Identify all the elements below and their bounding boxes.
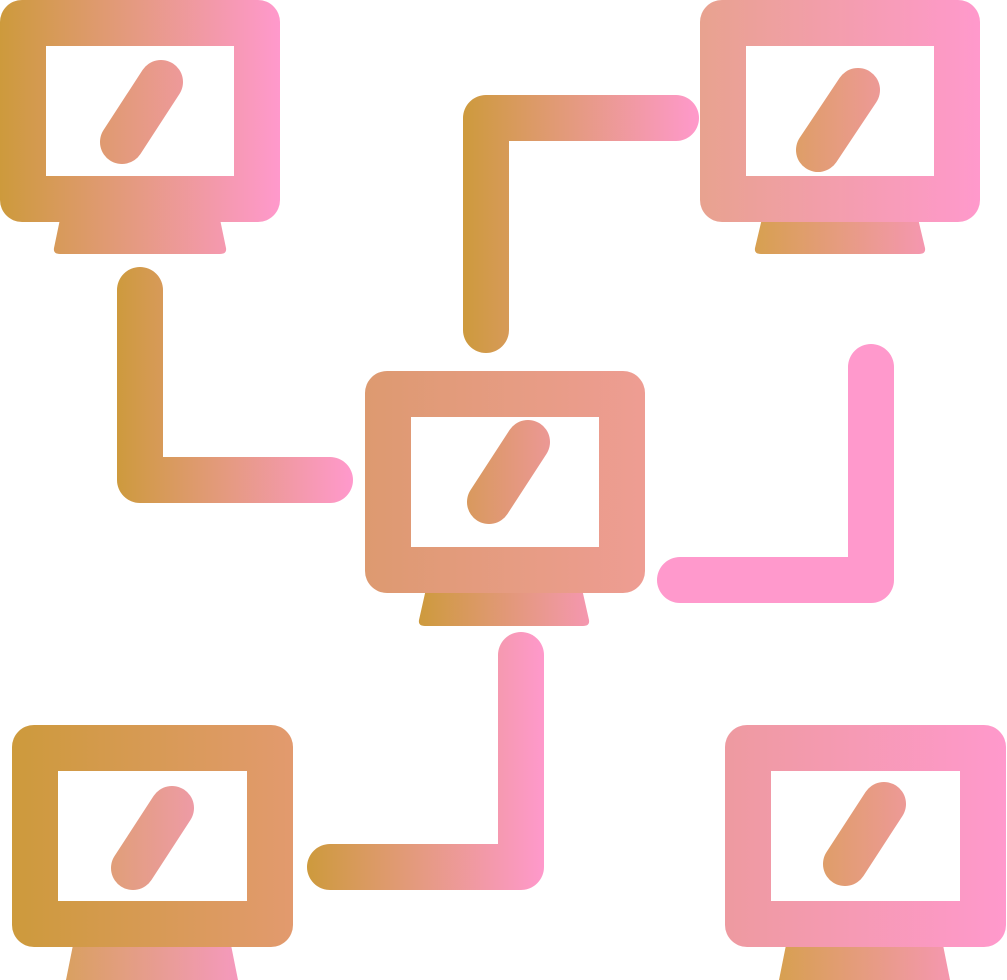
connector-center-to-bottom-left [307,632,544,890]
monitor-center [365,371,645,626]
monitor-top-right [700,0,980,254]
pen-icon [100,60,183,164]
pen-icon [111,786,194,890]
monitor-bottom-left [12,725,293,980]
monitor-top-left [0,0,280,254]
pen-icon [823,782,906,886]
pen-icon [467,420,550,524]
pen-icon [796,68,880,172]
monitor-bottom-right [725,725,1006,980]
connector-top-left-to-center [117,267,353,503]
connector-center-to-top-right [463,95,699,353]
connector-top-right-to-center [657,344,894,603]
